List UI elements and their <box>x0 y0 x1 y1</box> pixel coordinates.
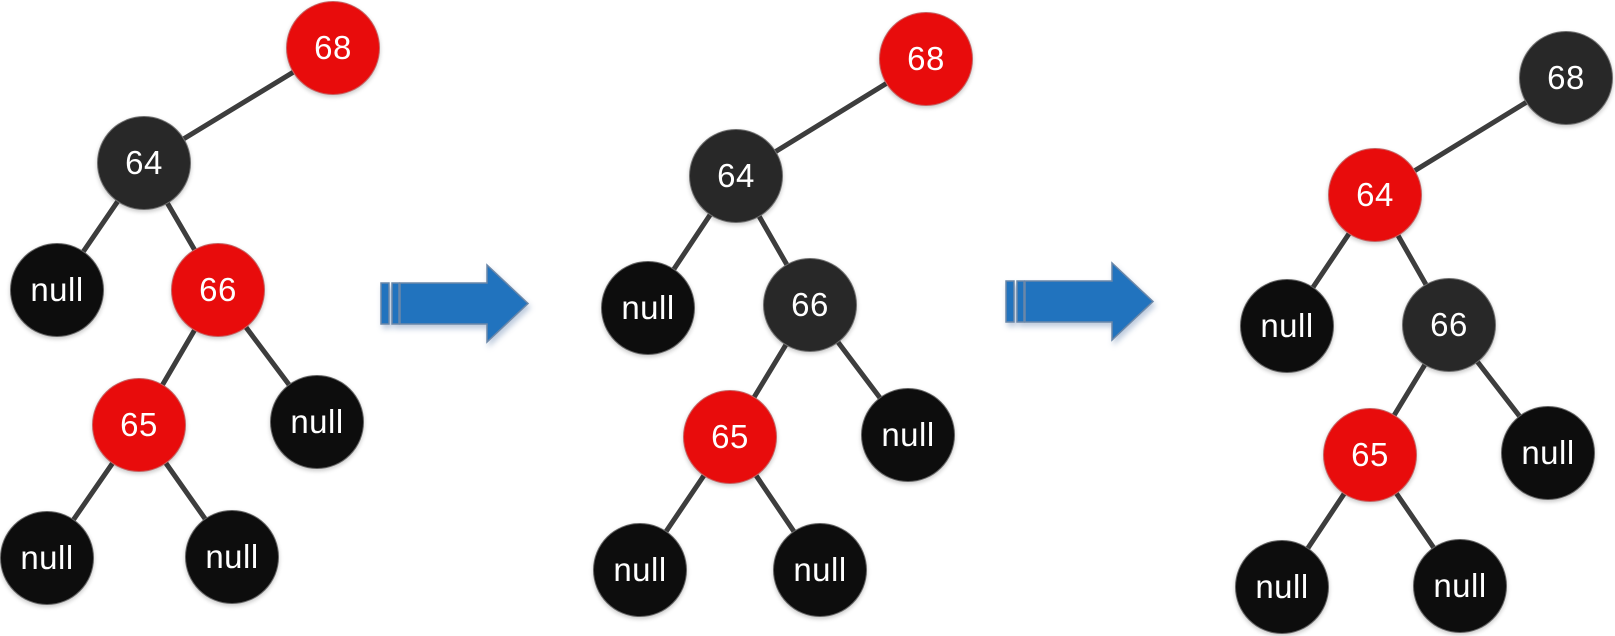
node-label: 68 <box>1547 59 1585 96</box>
node-label: null <box>621 289 675 326</box>
node-label: 68 <box>314 29 352 66</box>
node-label: 65 <box>711 418 749 455</box>
node-label: null <box>205 538 259 575</box>
striped-right-arrow-icon <box>380 263 530 344</box>
tree1-node-64: 64 <box>97 116 191 210</box>
tree1-node-65: 65 <box>92 378 186 472</box>
striped-right-arrow-icon <box>1005 261 1155 342</box>
tree2-null-66R: null <box>861 388 955 482</box>
node-label: 65 <box>120 406 158 443</box>
tree1-null-65R: null <box>185 510 279 604</box>
tree1-null-65L: null <box>0 511 94 605</box>
node-label: 64 <box>125 144 163 181</box>
node-label: 68 <box>907 40 945 77</box>
node-label: null <box>1260 307 1314 344</box>
tree2-node-66: 66 <box>763 258 857 352</box>
node-label: null <box>793 551 847 588</box>
node-label: 64 <box>1356 176 1394 213</box>
tree3-null-65L: null <box>1235 540 1329 634</box>
node-label: null <box>30 271 84 308</box>
node-label: null <box>613 551 667 588</box>
tree1-node-66: 66 <box>171 243 265 337</box>
tree3-node-65: 65 <box>1323 408 1417 502</box>
node-label: null <box>20 539 74 576</box>
tree2-node-68: 68 <box>879 12 973 106</box>
tree3-null-64L: null <box>1240 279 1334 373</box>
node-label: 66 <box>791 286 829 323</box>
tree1-node-68: 68 <box>286 1 380 95</box>
tree3-null-66R: null <box>1501 406 1595 500</box>
tree2-null-65L: null <box>593 523 687 617</box>
node-label: 66 <box>199 271 237 308</box>
node-label: 64 <box>717 157 755 194</box>
tree1-null-64L: null <box>10 243 104 337</box>
tree3-node-68: 68 <box>1519 31 1613 125</box>
node-label: null <box>1433 567 1487 604</box>
node-label: null <box>1521 434 1575 471</box>
node-label: 66 <box>1430 306 1468 343</box>
tree3-node-64: 64 <box>1328 148 1422 242</box>
tree2-null-64L: null <box>601 261 695 355</box>
tree3-null-65R: null <box>1413 539 1507 633</box>
node-label: null <box>1255 568 1309 605</box>
tree2-node-65: 65 <box>683 390 777 484</box>
tree2-null-65R: null <box>773 523 867 617</box>
node-label: null <box>290 403 344 440</box>
node-label: null <box>881 416 935 453</box>
node-label: 65 <box>1351 436 1389 473</box>
tree2-node-64: 64 <box>689 129 783 223</box>
tree3-node-66: 66 <box>1402 278 1496 372</box>
tree1-null-66R: null <box>270 375 364 469</box>
